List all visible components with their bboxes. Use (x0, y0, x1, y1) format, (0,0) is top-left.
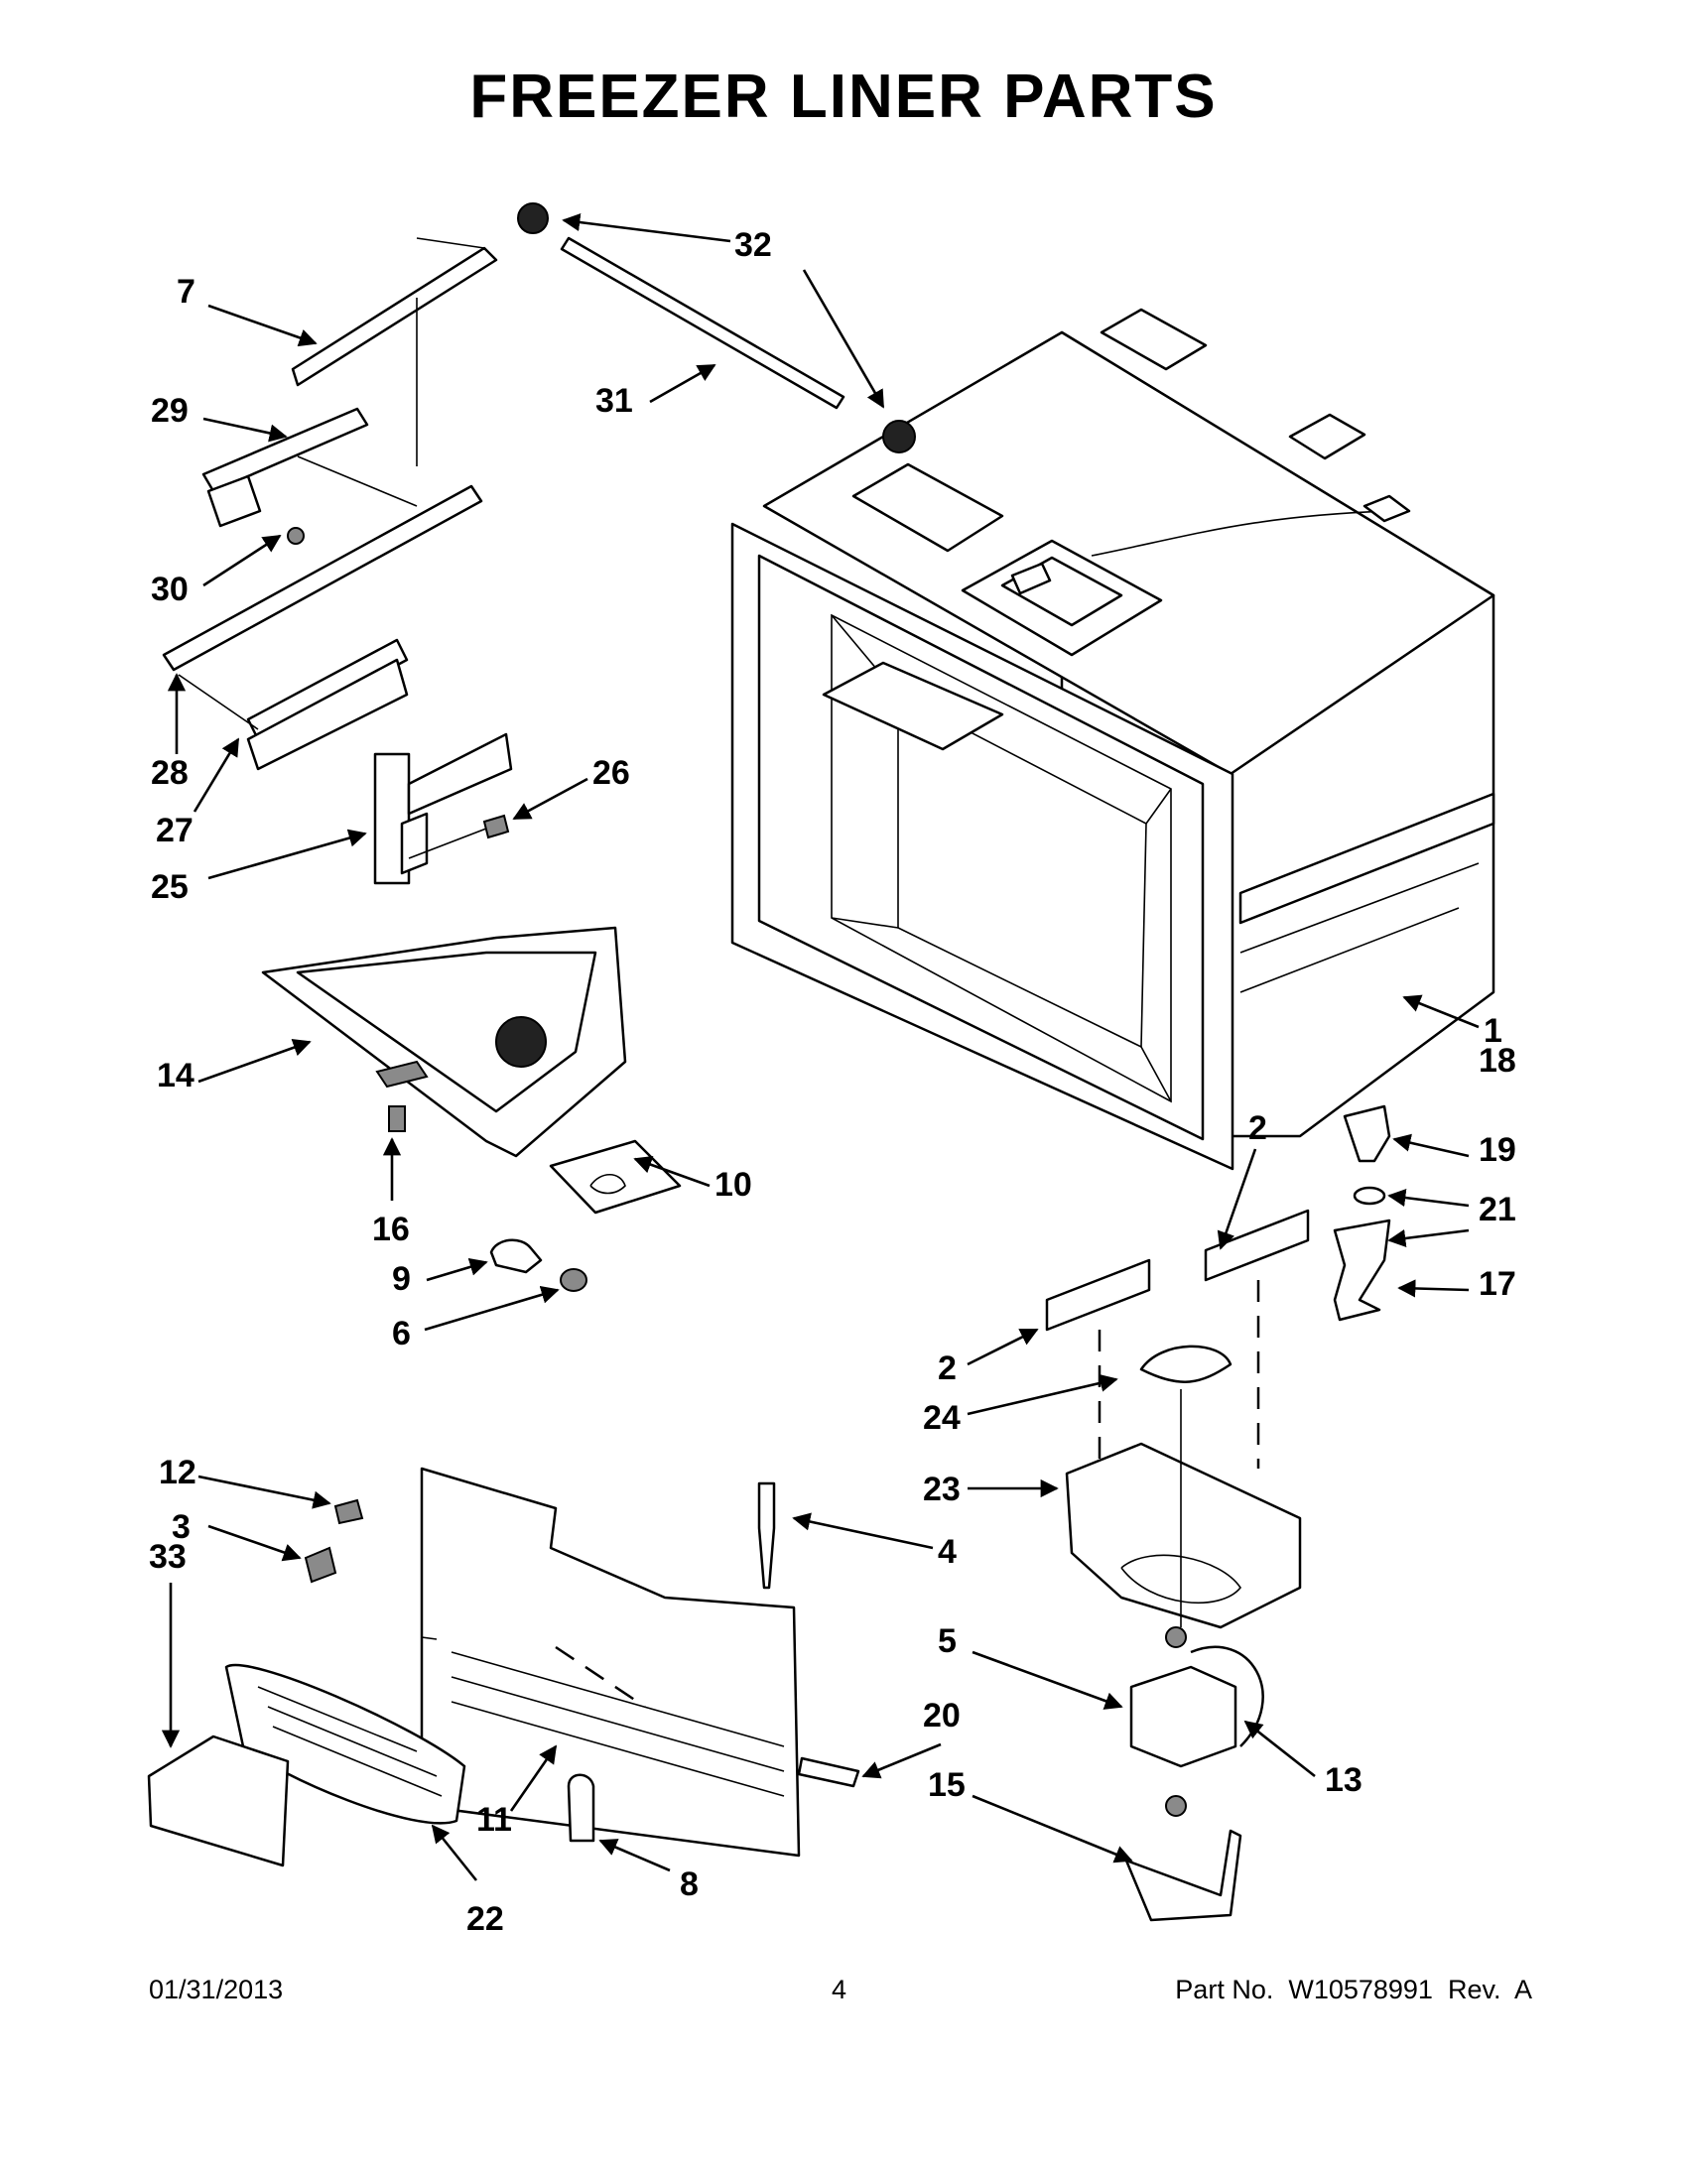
part-drain-tube-17 (1333, 1219, 1391, 1322)
callout-9: 9 (392, 1260, 411, 1298)
callout-20: 20 (923, 1697, 961, 1734)
callout-16: 16 (372, 1211, 410, 1248)
part-cover-33 (147, 1734, 290, 1867)
callout-4: 4 (938, 1533, 957, 1571)
footer-page-number: 4 (832, 1975, 847, 2004)
callout-7: 7 (177, 273, 195, 311)
callout-5: 5 (938, 1622, 957, 1660)
callout-27: 27 (156, 812, 194, 849)
part-bracket-3 (304, 1546, 337, 1584)
part-label-10 (549, 1139, 682, 1215)
part-bulb-9 (489, 1238, 543, 1274)
part-bracket-15 (1124, 1829, 1242, 1922)
callout-1: 1 (1484, 1012, 1502, 1050)
part-slide-assembly (162, 237, 498, 771)
callout-18: 18 (1479, 1042, 1516, 1080)
part-gear-32a (517, 202, 550, 234)
part-freezer-liner (730, 308, 1495, 1171)
footer-date: 01/31/2013 (149, 1975, 284, 2004)
part-rear-panel-11 (420, 1467, 801, 1858)
part-cover-14 (261, 926, 627, 1158)
part-grille-22 (224, 1663, 466, 1825)
callout-22: 22 (466, 1900, 504, 1938)
callout-30: 30 (151, 571, 189, 608)
callout-31: 31 (595, 382, 633, 420)
callout-15: 15 (928, 1766, 966, 1804)
callout-labels: 1 2 2 3 4 5 6 7 8 9 10 11 12 13 14 15 16… (149, 226, 1516, 1938)
callout-13: 13 (1325, 1761, 1363, 1799)
part-fan-housing-23 (1065, 1442, 1302, 1629)
callout-28: 28 (151, 754, 189, 792)
part-screw-12 (333, 1498, 364, 1525)
callout-24: 24 (923, 1399, 961, 1437)
part-motor-5 (1129, 1665, 1237, 1768)
callout-8: 8 (680, 1865, 699, 1903)
callout-14: 14 (157, 1057, 195, 1094)
part-lens-8 (567, 1773, 595, 1843)
callout-12: 12 (159, 1454, 196, 1491)
page-title: FREEZER LINER PARTS (469, 63, 1218, 131)
callout-19: 19 (1479, 1131, 1516, 1169)
part-gear-32b (882, 420, 917, 453)
part-ring-19 (1353, 1186, 1386, 1206)
callout-23: 23 (923, 1471, 961, 1508)
part-fan-blade-24 (1139, 1345, 1233, 1383)
callout-29: 29 (151, 392, 189, 430)
part-sensor-4 (757, 1481, 776, 1590)
callout-arrows (161, 213, 1480, 1881)
part-insulation-2b (1204, 1209, 1310, 1282)
part-drain-18 (1343, 1104, 1391, 1163)
callout-32: 32 (734, 226, 772, 264)
part-shaft-31 (560, 236, 845, 410)
callout-3: 3 (172, 1508, 191, 1546)
callout-10: 10 (714, 1166, 752, 1204)
callout-26: 26 (592, 754, 630, 792)
callout-33: 33 (149, 1538, 187, 1576)
part-strip-20 (797, 1756, 860, 1788)
part-socket-6 (560, 1268, 588, 1292)
callout-6: 6 (392, 1315, 411, 1352)
part-switch-16 (388, 1105, 406, 1132)
callout-21: 21 (1479, 1191, 1516, 1228)
part-insulation-2a (1045, 1258, 1151, 1332)
callout-11: 11 (476, 1801, 512, 1839)
footer-part-number: Part No. W10578991 Rev. A (1175, 1975, 1532, 2004)
callout-17: 17 (1479, 1265, 1516, 1303)
callout-2: 2 (938, 1349, 957, 1387)
callout-2: 2 (1248, 1109, 1267, 1147)
callout-25: 25 (151, 868, 189, 906)
part-bracket-25 (373, 732, 513, 885)
